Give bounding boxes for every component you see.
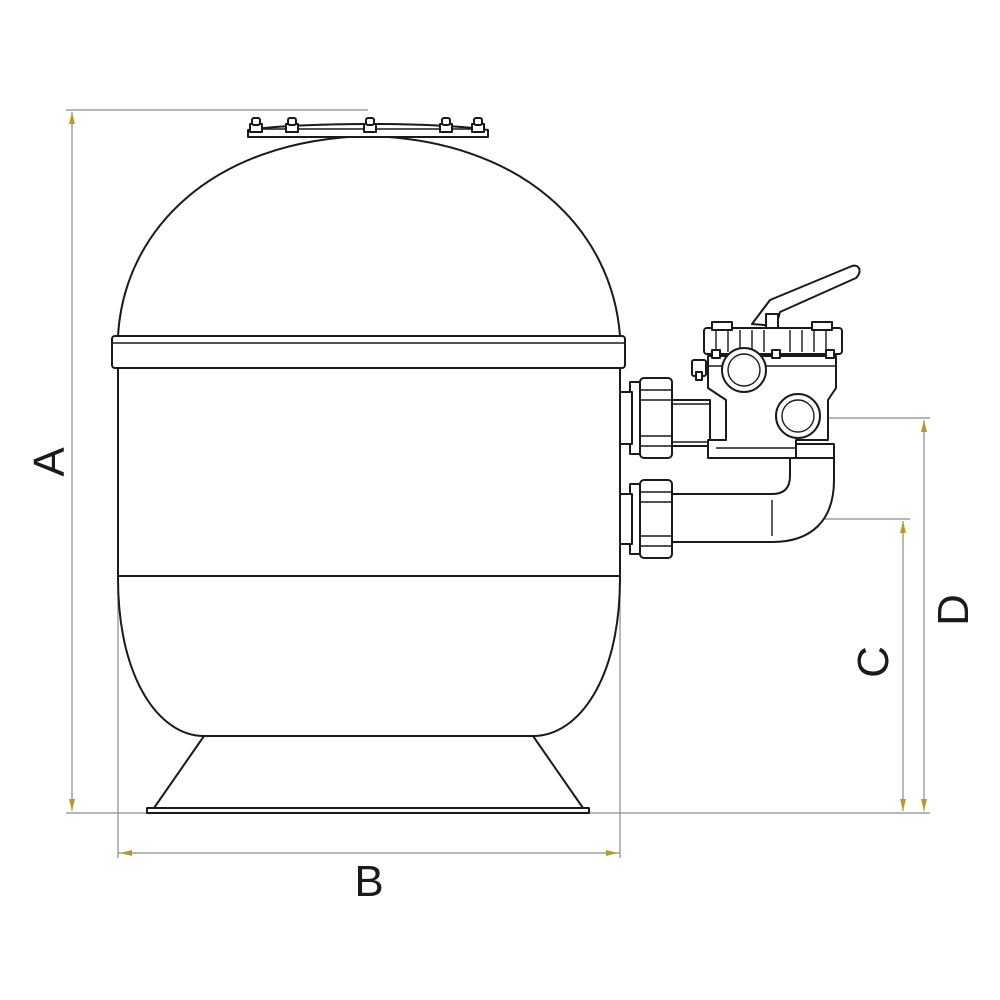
dim-b-arrow-right (606, 850, 618, 856)
lid-bolt (471, 117, 485, 133)
valve-bolt (711, 349, 721, 359)
tank-upper-dome (117, 135, 621, 337)
lid-bolts (249, 117, 485, 133)
dim-c-arrow-top (900, 521, 906, 533)
tank-lower-body (117, 367, 621, 737)
piping (671, 399, 835, 543)
upper-union (619, 377, 673, 459)
dimension-label-a: A (25, 447, 74, 477)
dim-b-arrow-left (120, 850, 132, 856)
dim-c-arrow-bottom (900, 799, 906, 811)
dim-d-arrow-bottom (921, 799, 927, 811)
dimension-label-b: B (354, 857, 383, 906)
valve-cap-ridges (715, 330, 827, 352)
valve-cap-top-tab (811, 321, 833, 331)
multiport-valve (691, 264, 861, 459)
tank-band (111, 335, 626, 369)
valve-handle-pivot (765, 313, 779, 329)
lower-union (619, 479, 673, 559)
dimension-labels: A B C D (25, 447, 978, 906)
lid-bolt (363, 117, 377, 133)
dimension-label-c: C (849, 646, 898, 678)
valve-port-return-inner (781, 399, 815, 433)
valve-cap-top-tab (711, 321, 733, 331)
tank-stand (153, 735, 584, 809)
lower-union-nut (639, 479, 673, 559)
valve-bolt (771, 349, 781, 359)
return-pipe-elbow (671, 451, 835, 543)
tank-base-plate (146, 807, 590, 814)
lower-union-spigot (619, 493, 633, 545)
upper-union-spigot (619, 391, 633, 445)
lid-bolt (285, 117, 299, 133)
dim-a-arrow-bottom (69, 799, 75, 811)
valve-handle (751, 264, 861, 327)
filter-tank (111, 123, 626, 814)
valve-bolt (825, 349, 835, 359)
dimension-label-d: D (929, 594, 978, 626)
lid-bolt (249, 117, 263, 133)
valve-side-plug-tip (695, 371, 703, 381)
dim-d-arrow-top (921, 420, 927, 432)
upper-pipe (671, 399, 711, 447)
valve-port-waste-inner (727, 353, 761, 387)
upper-union-nut (639, 377, 673, 459)
lid-bolt (439, 117, 453, 133)
dim-a-arrow-top (69, 112, 75, 124)
